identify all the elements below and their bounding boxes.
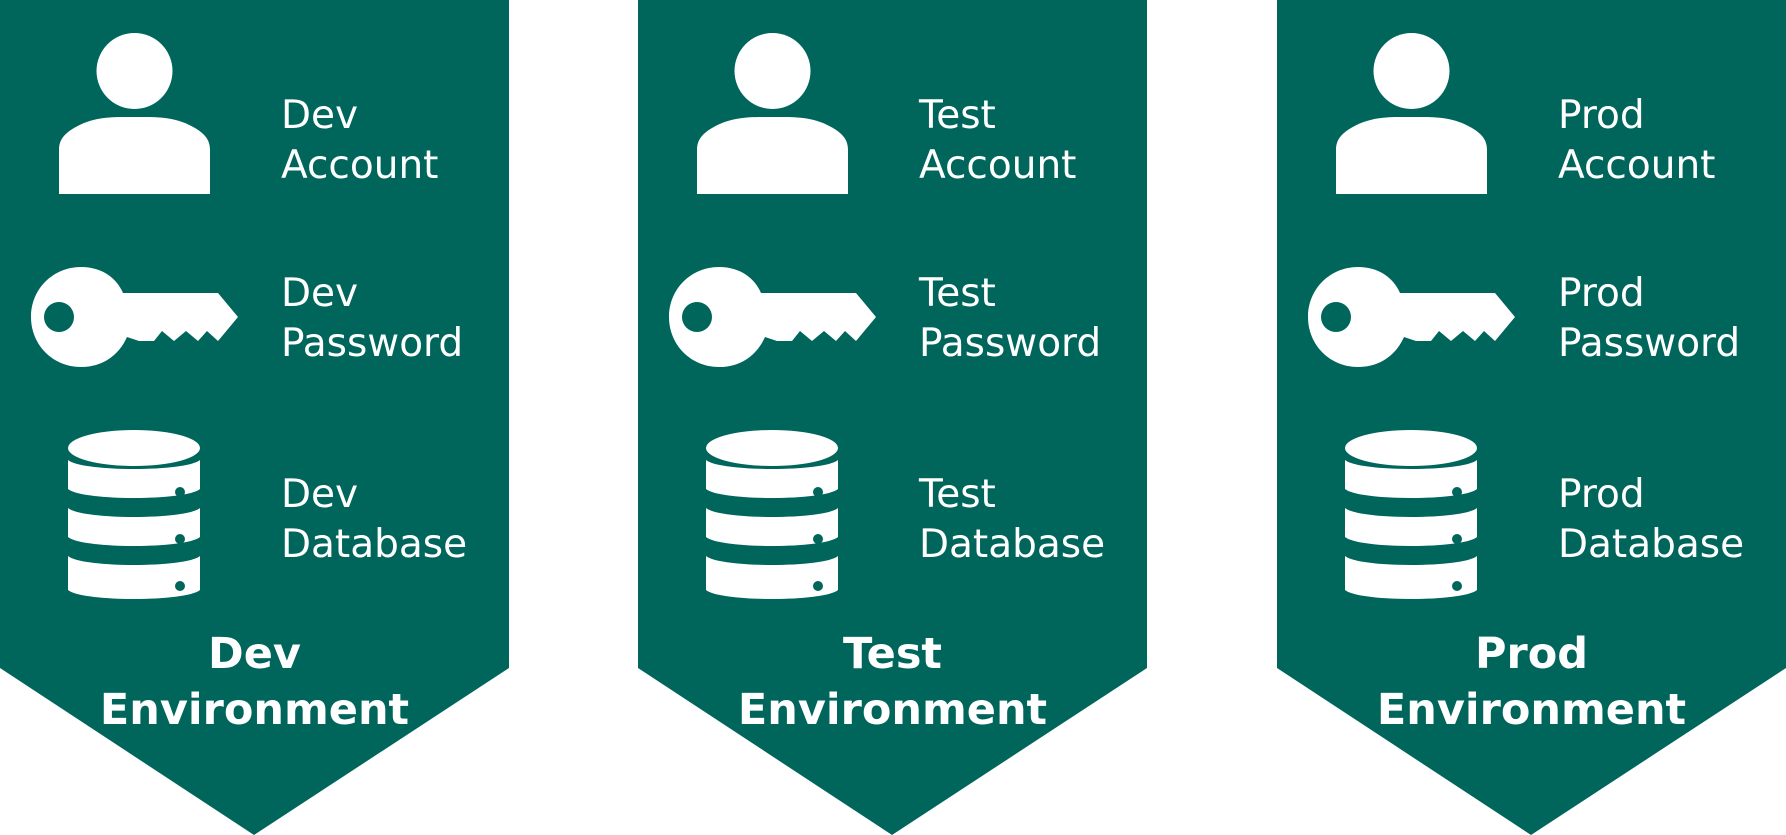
account-label-line-2: Account [281,143,439,188]
database-label-line-2: Database [281,522,468,567]
environment-title-line-1: Test [843,629,942,679]
password-label-line-1: Dev [281,271,359,316]
database-label: Dev Database [281,470,467,570]
environment-title-line-1: Dev [208,629,301,679]
database-label-line-1: Dev [281,472,359,517]
database-icon [67,429,201,610]
password-label-line-2: Password [1558,321,1741,366]
password-label-line-1: Test [919,271,996,316]
test-environment-banner: Test Account Test Password Test Database… [638,0,1147,835]
account-label-line-2: Account [1558,143,1716,188]
banner-shape [0,0,509,835]
key-icon [1308,267,1515,367]
environment-title-line-1: Prod [1474,629,1589,679]
account-label-line-1: Test [919,93,996,138]
database-label-line-1: Prod [1558,472,1645,517]
person-icon [697,33,848,194]
person-icon [1336,33,1487,194]
account-label-line-2: Account [919,143,1077,188]
key-icon [31,267,238,367]
environment-title: Test Environment [638,626,1147,738]
dev-environment-banner: Dev Account Dev Password Dev Database De… [0,0,509,835]
account-label: Dev Account [281,91,438,191]
database-label-line-1: Test [919,472,996,517]
prod-environment-banner: Prod Account Prod Password Prod Database… [1277,0,1786,835]
database-label: Test Database [919,470,1105,570]
environment-title-line-2: Environment [737,685,1048,735]
password-label-line-1: Prod [1558,271,1645,316]
banner-shape [1277,0,1786,835]
account-label-line-1: Prod [1558,93,1645,138]
environment-title: Dev Environment [0,626,509,738]
database-label: Prod Database [1558,470,1744,570]
account-label: Prod Account [1558,91,1715,191]
banner-shape [638,0,1147,835]
environment-title-line-2: Environment [1376,685,1687,735]
password-label-line-2: Password [919,321,1102,366]
account-label: Test Account [919,91,1076,191]
database-label-line-2: Database [1558,522,1745,567]
person-icon [59,33,210,194]
password-label: Prod Password [1558,269,1740,369]
environment-title: Prod Environment [1277,626,1786,738]
environment-title-line-2: Environment [99,685,410,735]
key-icon [669,267,876,367]
database-icon [705,429,839,610]
database-label-line-2: Database [919,522,1106,567]
password-label-line-2: Password [281,321,464,366]
account-label-line-1: Dev [281,93,359,138]
password-label: Dev Password [281,269,463,369]
password-label: Test Password [919,269,1101,369]
database-icon [1344,429,1478,610]
